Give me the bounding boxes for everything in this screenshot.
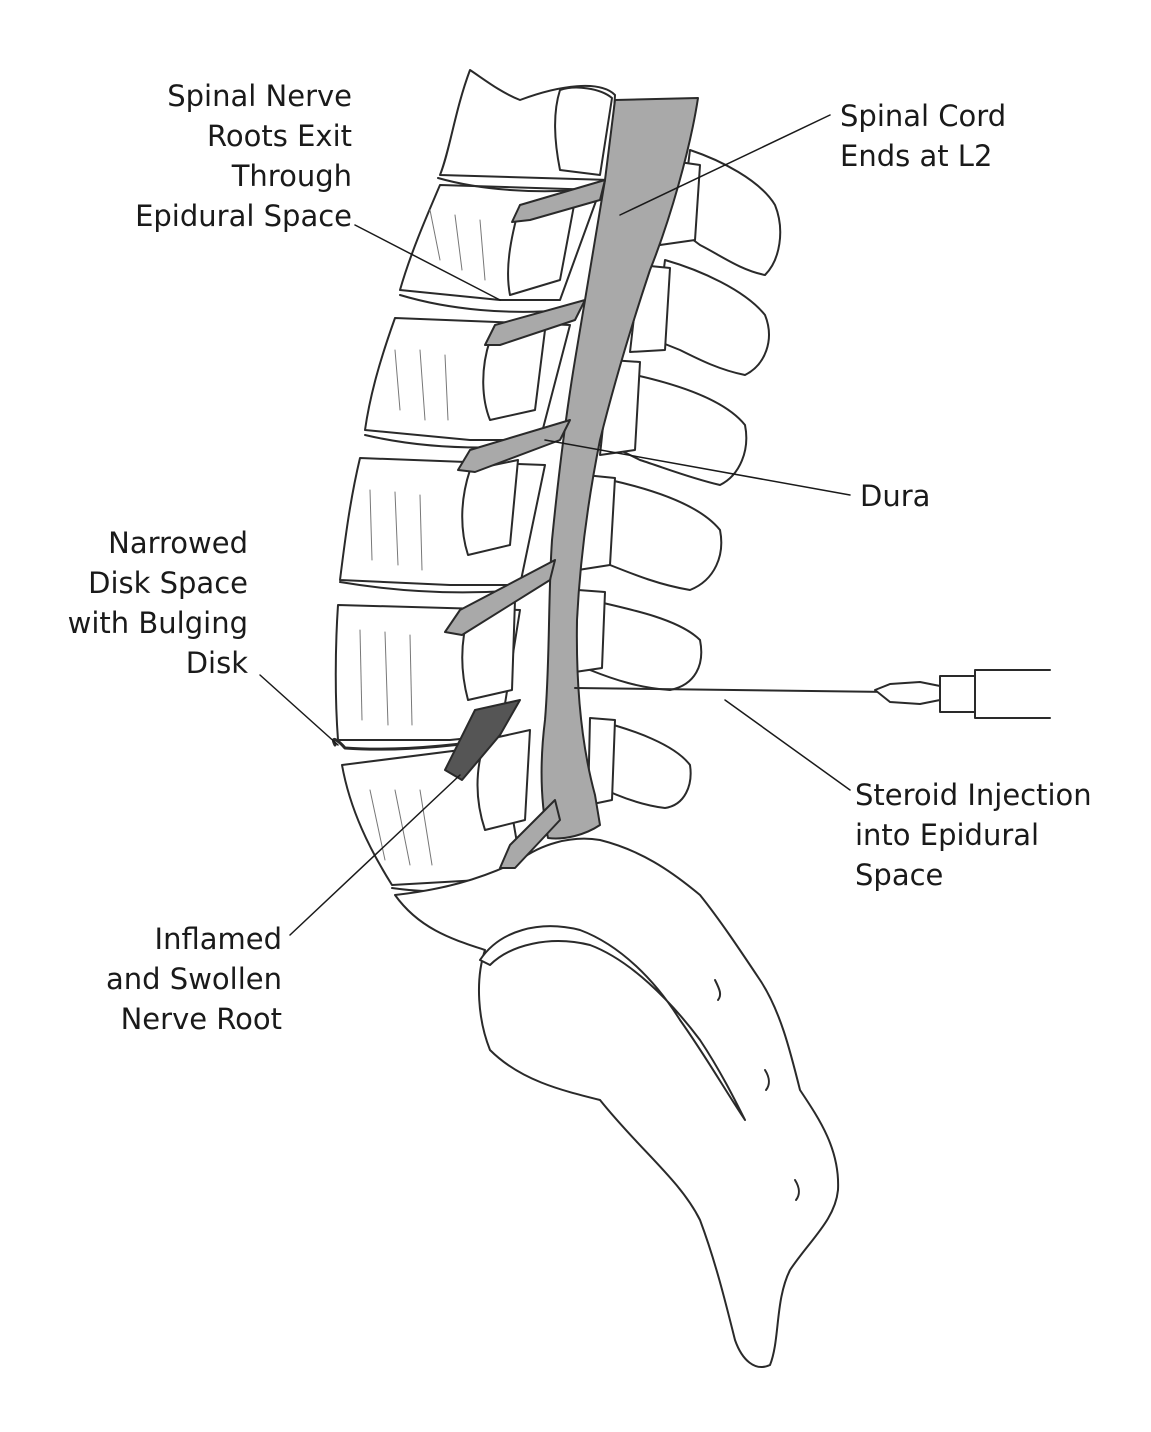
sacral-foramen-3 (794, 1179, 800, 1201)
facet-6 (574, 589, 606, 673)
inflamed-nerve-root (444, 699, 521, 781)
facet-1 (554, 86, 613, 176)
spinous-process-2 (654, 259, 770, 376)
label-steroid-injection: Steroid Injection into Epidural Space (855, 778, 1092, 892)
spinous-process-3 (619, 374, 748, 486)
needle (574, 687, 891, 693)
leader-spinal-cord (619, 114, 831, 216)
leader-dura (544, 439, 851, 496)
leader-nerve-roots (354, 224, 501, 301)
syringe-body (974, 669, 1051, 719)
label-dura: Dura (860, 479, 931, 513)
leader-narrowed-disk (259, 674, 339, 746)
sacral-foramen-2 (764, 1069, 770, 1091)
leader-inflamed-root (289, 774, 461, 936)
spinous-process-4 (594, 479, 723, 591)
nerve-root-4 (444, 559, 556, 636)
pedicle-3 (461, 459, 519, 556)
nerve-root-1 (511, 179, 606, 223)
leader-steroid-injection (724, 699, 851, 791)
syringe-icon (574, 669, 1051, 719)
label-narrowed-disk: Narrowed Disk Space with Bulging Disk (67, 526, 248, 680)
nerve-root-2 (484, 299, 586, 346)
label-inflamed-root: Inflamed and Swollen Nerve Root (106, 922, 282, 1036)
pedicle-2 (482, 329, 546, 421)
label-spinal-cord: Spinal Cord Ends at L2 (840, 99, 1007, 173)
needle-hub (874, 681, 941, 705)
spinous-process-1 (679, 149, 782, 276)
syringe-barrel (939, 675, 976, 713)
nerve-root-3 (457, 419, 571, 473)
sacral-inner-outline (479, 925, 746, 1121)
sacral-foramen-1 (714, 979, 722, 1001)
spinous-process-6 (594, 719, 692, 809)
spinous-process-5 (577, 599, 703, 691)
label-nerve-roots: Spinal Nerve Roots Exit Through Epidural… (135, 79, 352, 233)
sacrum (394, 837, 840, 1368)
nerve-root-5 (499, 799, 561, 869)
